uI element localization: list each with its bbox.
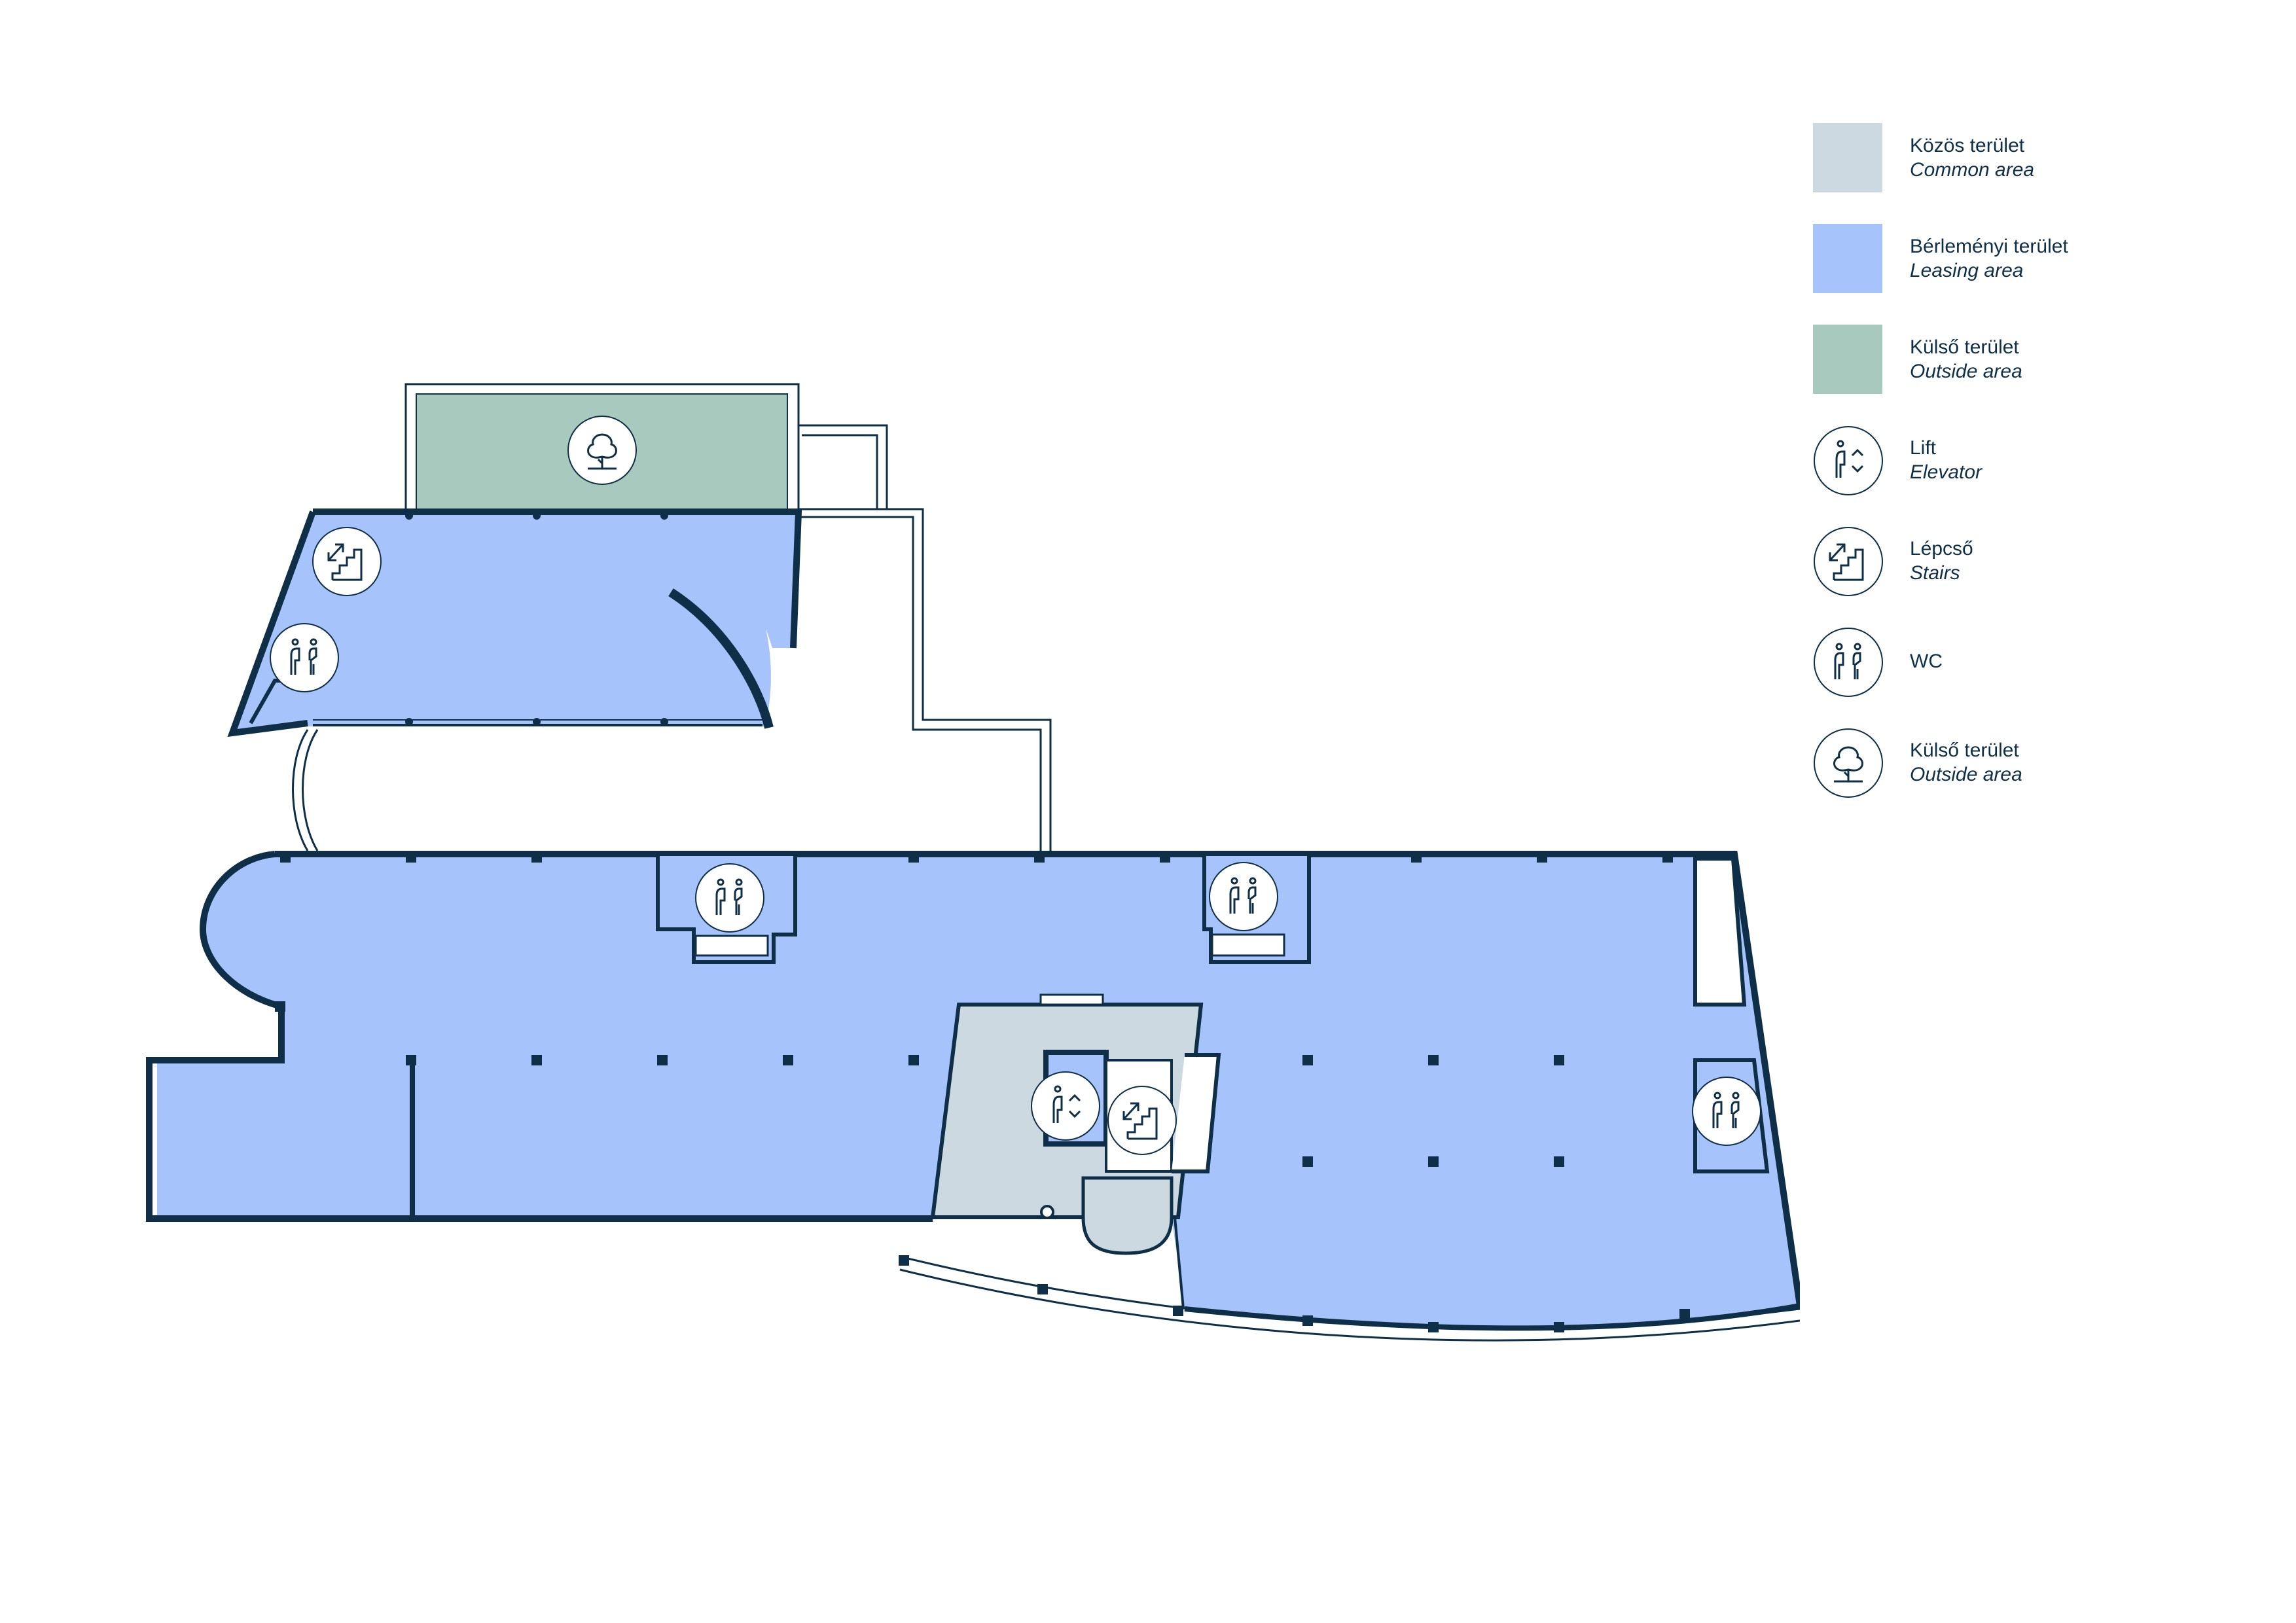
floor-plan <box>146 383 1800 1342</box>
legend-label-hu: Bérleményi terület <box>1910 236 2068 257</box>
legend-label-en: Stairs <box>1910 562 1960 584</box>
legend-label-hu: Lépcső <box>1910 538 1973 560</box>
legend-label-en: Common area <box>1910 159 2035 181</box>
leasing-area-swatch <box>1813 224 1882 293</box>
elevator-icon <box>1813 425 1884 496</box>
tree-icon <box>567 415 637 486</box>
legend-elevator: Lift Elevator <box>1813 425 2271 496</box>
legend-label-hu: Közös terület <box>1910 135 2025 156</box>
wc-icon <box>269 622 340 693</box>
outside-terrace <box>404 383 800 513</box>
upper-building <box>227 508 802 738</box>
stairs-icon <box>1813 526 1884 597</box>
legend-label-en: Outside area <box>1910 764 2022 785</box>
legend-label-hu: WC <box>1910 651 1943 672</box>
core-common-area <box>930 993 1221 1255</box>
elevator-icon <box>1030 1071 1101 1141</box>
stairs-icon <box>1107 1085 1177 1156</box>
wc-icon <box>1813 627 1884 698</box>
legend-label-hu: Külső terület <box>1910 336 2019 358</box>
stairs-icon <box>312 526 382 597</box>
legend-leasing-area: Bérleményi terület Leasing area <box>1813 224 2271 294</box>
legend-common-area: Közös terület Common area <box>1813 123 2271 194</box>
legend-stairs: Lépcső Stairs <box>1813 526 2271 597</box>
legend-outside-icon: Külső terület Outside area <box>1813 728 2271 798</box>
legend-label-hu: Külső terület <box>1910 740 2019 761</box>
wc-icon <box>1691 1076 1762 1147</box>
legend-label-en: Leasing area <box>1910 260 2024 281</box>
legend-label-en: Elevator <box>1910 461 1982 483</box>
wc-icon <box>694 863 765 933</box>
legend-label-en: Outside area <box>1910 361 2022 382</box>
common-area-swatch <box>1813 123 1882 192</box>
legend-label-hu: Lift <box>1910 437 1937 459</box>
legend-wc: WC <box>1813 627 2271 698</box>
outside-area-swatch <box>1813 325 1882 394</box>
legend-outside-area: Külső terület Outside area <box>1813 325 2271 395</box>
connector-walkway <box>292 424 1052 851</box>
wc-icon <box>1208 861 1279 932</box>
tree-icon <box>1813 728 1884 798</box>
